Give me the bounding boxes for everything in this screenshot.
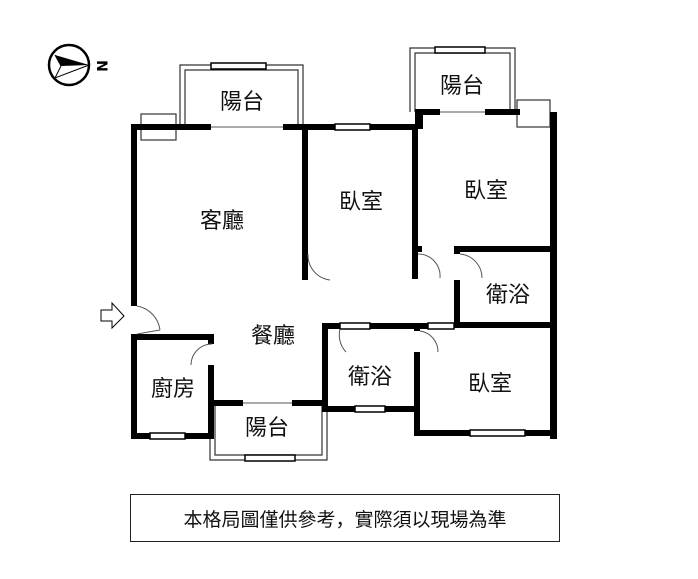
ac-unit bbox=[516, 99, 551, 128]
room-label-bedroom-1: 臥室 bbox=[339, 190, 383, 215]
disclaimer-box: 本格局圖僅供參考，實際須以現場為準 bbox=[130, 494, 560, 542]
room-label-balcony-dining: 陽台 bbox=[245, 416, 289, 441]
room-label-dining-room: 餐廳 bbox=[251, 324, 295, 349]
room-label-bedroom-3: 臥室 bbox=[468, 372, 512, 397]
compass-north-label: N bbox=[93, 60, 109, 72]
doors bbox=[136, 111, 485, 404]
room-label-bedroom-2: 臥室 bbox=[464, 179, 508, 204]
room-label-balcony-bedroom: 陽台 bbox=[440, 74, 484, 99]
room-label-bathroom-2: 衛浴 bbox=[348, 365, 392, 390]
disclaimer-text: 本格局圖僅供參考，實際須以現場為準 bbox=[183, 508, 507, 531]
room-label-kitchen: 廚房 bbox=[151, 377, 195, 402]
room-label-bathroom-1: 衛浴 bbox=[486, 283, 530, 308]
entrance-arrow-icon bbox=[100, 301, 125, 330]
compass-icon bbox=[47, 43, 91, 87]
windows bbox=[149, 46, 526, 462]
room-label-living-room: 客廳 bbox=[200, 209, 244, 234]
room-label-balcony-living: 陽台 bbox=[220, 90, 264, 115]
